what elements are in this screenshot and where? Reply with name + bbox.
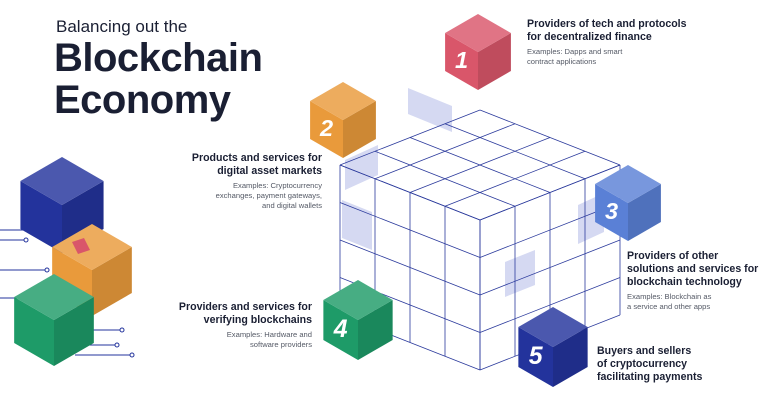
category-4-title: Providers and services for verifying blo…	[178, 301, 312, 326]
grid-line	[409, 137, 551, 193]
grid-line	[479, 109, 621, 166]
cube-right-face	[343, 101, 376, 158]
category-2-examples: Examples: Cryptocurrency exchanges, paym…	[215, 180, 322, 210]
category-2-title: Products and services for digital asset …	[191, 152, 322, 177]
cube-right-face	[553, 327, 588, 387]
decor-cube-green	[14, 274, 94, 366]
category-3-examples: Examples: Blockchain as a service and ot…	[627, 291, 712, 311]
cube-left-face	[445, 33, 478, 90]
category-3-cube: 3	[595, 165, 661, 241]
category-5-cube: 5	[518, 307, 588, 387]
category-1-title: Providers of tech and protocols for dece…	[527, 18, 687, 43]
cube-right-face	[62, 181, 104, 253]
cube-top-face	[445, 14, 511, 52]
category-4-examples: Examples: Hardware and software provider…	[226, 329, 312, 349]
category-1-cube: 1	[445, 14, 511, 90]
cube-top-face	[20, 157, 104, 205]
decor-cubes	[14, 157, 132, 366]
category-2-cube-number: 2	[319, 115, 333, 141]
cube-top-face	[310, 82, 376, 120]
diagram-title-line1: Blockchain	[54, 36, 263, 80]
grid-line	[479, 277, 621, 333]
category-4-block: Providers and services for verifying blo…	[179, 301, 312, 350]
cube-top-face	[595, 165, 661, 203]
cube-top-face	[52, 224, 132, 270]
grid-shading	[342, 88, 604, 297]
cube-right-face	[628, 184, 661, 241]
cube-top-face	[14, 274, 94, 320]
category-1-cube-number: 1	[455, 47, 468, 73]
grid-line	[479, 239, 621, 296]
numbered-cubes: 1 2 3 4 5	[310, 14, 661, 387]
grid-line	[444, 123, 586, 180]
category-3-cube-number: 3	[605, 198, 618, 224]
grid-line	[374, 123, 516, 180]
category-1-block: Providers of tech and protocols for dece…	[527, 18, 687, 67]
category-5-cube-number: 5	[529, 343, 544, 370]
diagram-subtitle: Balancing out the	[56, 17, 188, 36]
category-3-title: Providers of other solutions and service…	[627, 250, 759, 288]
decor-overlap-pink	[72, 238, 90, 254]
cube-top-face	[518, 307, 588, 347]
category-2-cube: 2	[310, 82, 376, 158]
cube-top-face	[323, 280, 393, 320]
category-3-block: Providers of other solutions and service…	[627, 250, 758, 311]
category-4-cube: 4	[323, 280, 393, 360]
decor-cube-navy	[20, 157, 104, 253]
cube-left-face	[310, 101, 343, 158]
cube-left-face	[595, 184, 628, 241]
category-4-cube-number: 4	[333, 316, 348, 343]
diagram-title-line2: Economy	[54, 78, 231, 122]
grid-line	[339, 109, 481, 166]
category-2-block: Products and services for digital asset …	[192, 152, 322, 210]
category-1-examples: Examples: Dapps and smart contract appli…	[527, 46, 623, 66]
category-5-block: Buyers and sellers of cryptocurrency fac…	[597, 345, 702, 384]
cube-left-face	[20, 181, 62, 253]
cube-left-face	[518, 327, 553, 387]
category-5-title: Buyers and sellers of cryptocurrency fac…	[597, 345, 703, 383]
grid-line	[339, 239, 481, 296]
cube-right-face	[478, 33, 511, 90]
